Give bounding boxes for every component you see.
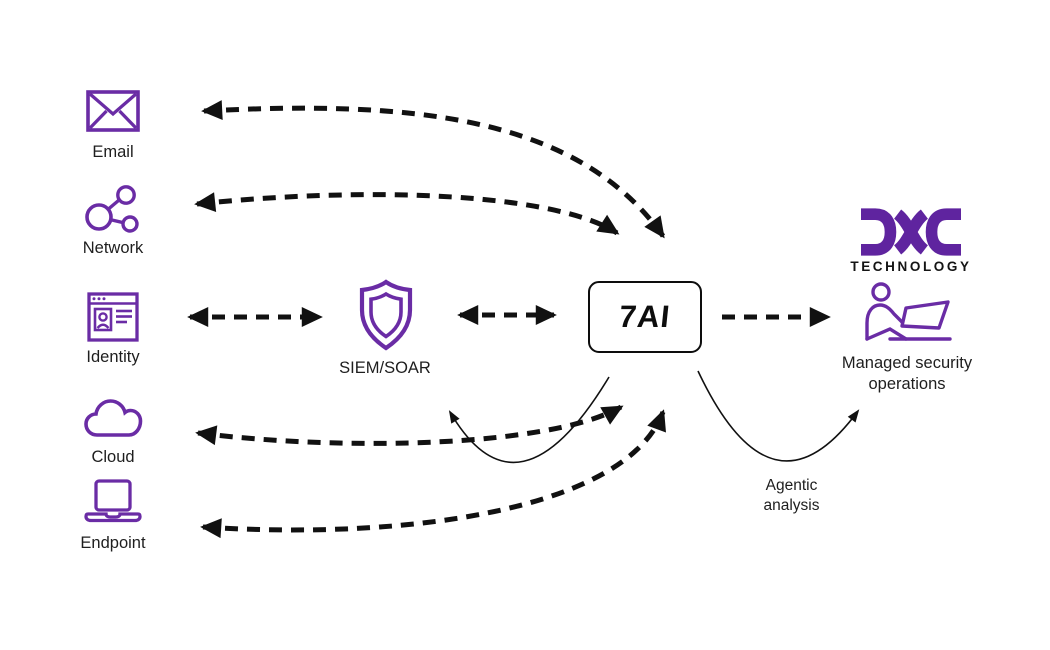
cloud-icon	[84, 399, 143, 437]
email-icon	[86, 90, 140, 132]
agentic-analysis-label: Agentic analysis	[763, 477, 820, 515]
source-label-email: Email	[92, 143, 134, 161]
network-icon	[85, 185, 139, 233]
arrow-hub-endpoint	[200, 409, 666, 539]
arrow-hub-email	[201, 100, 666, 239]
arrow-agentic-loop-left	[448, 376, 610, 464]
endpoint-icon	[84, 479, 142, 523]
arrow-agentic-loop-right	[697, 370, 860, 462]
source-label-network: Network	[82, 239, 144, 257]
hub-7ai-logo: 7AI	[617, 299, 673, 334]
analyst-at-laptop-icon	[865, 282, 952, 341]
dxc-logo	[861, 208, 961, 256]
identity-icon	[87, 292, 139, 342]
source-label-identity: Identity	[86, 348, 140, 366]
hub-7ai-box: 7AI	[588, 281, 702, 353]
arrow-hub-cloud	[195, 404, 624, 446]
shield-icon	[359, 279, 413, 351]
source-label-cloud: Cloud	[91, 448, 135, 466]
managed-security-operations-label: Managed security operations	[841, 354, 973, 393]
siem-soar-label: SIEM/SOAR	[339, 359, 431, 377]
arrow-hub-network	[194, 192, 620, 236]
source-label-endpoint: Endpoint	[80, 534, 146, 552]
dxc-technology-wordmark: TECHNOLOGY	[850, 259, 972, 274]
